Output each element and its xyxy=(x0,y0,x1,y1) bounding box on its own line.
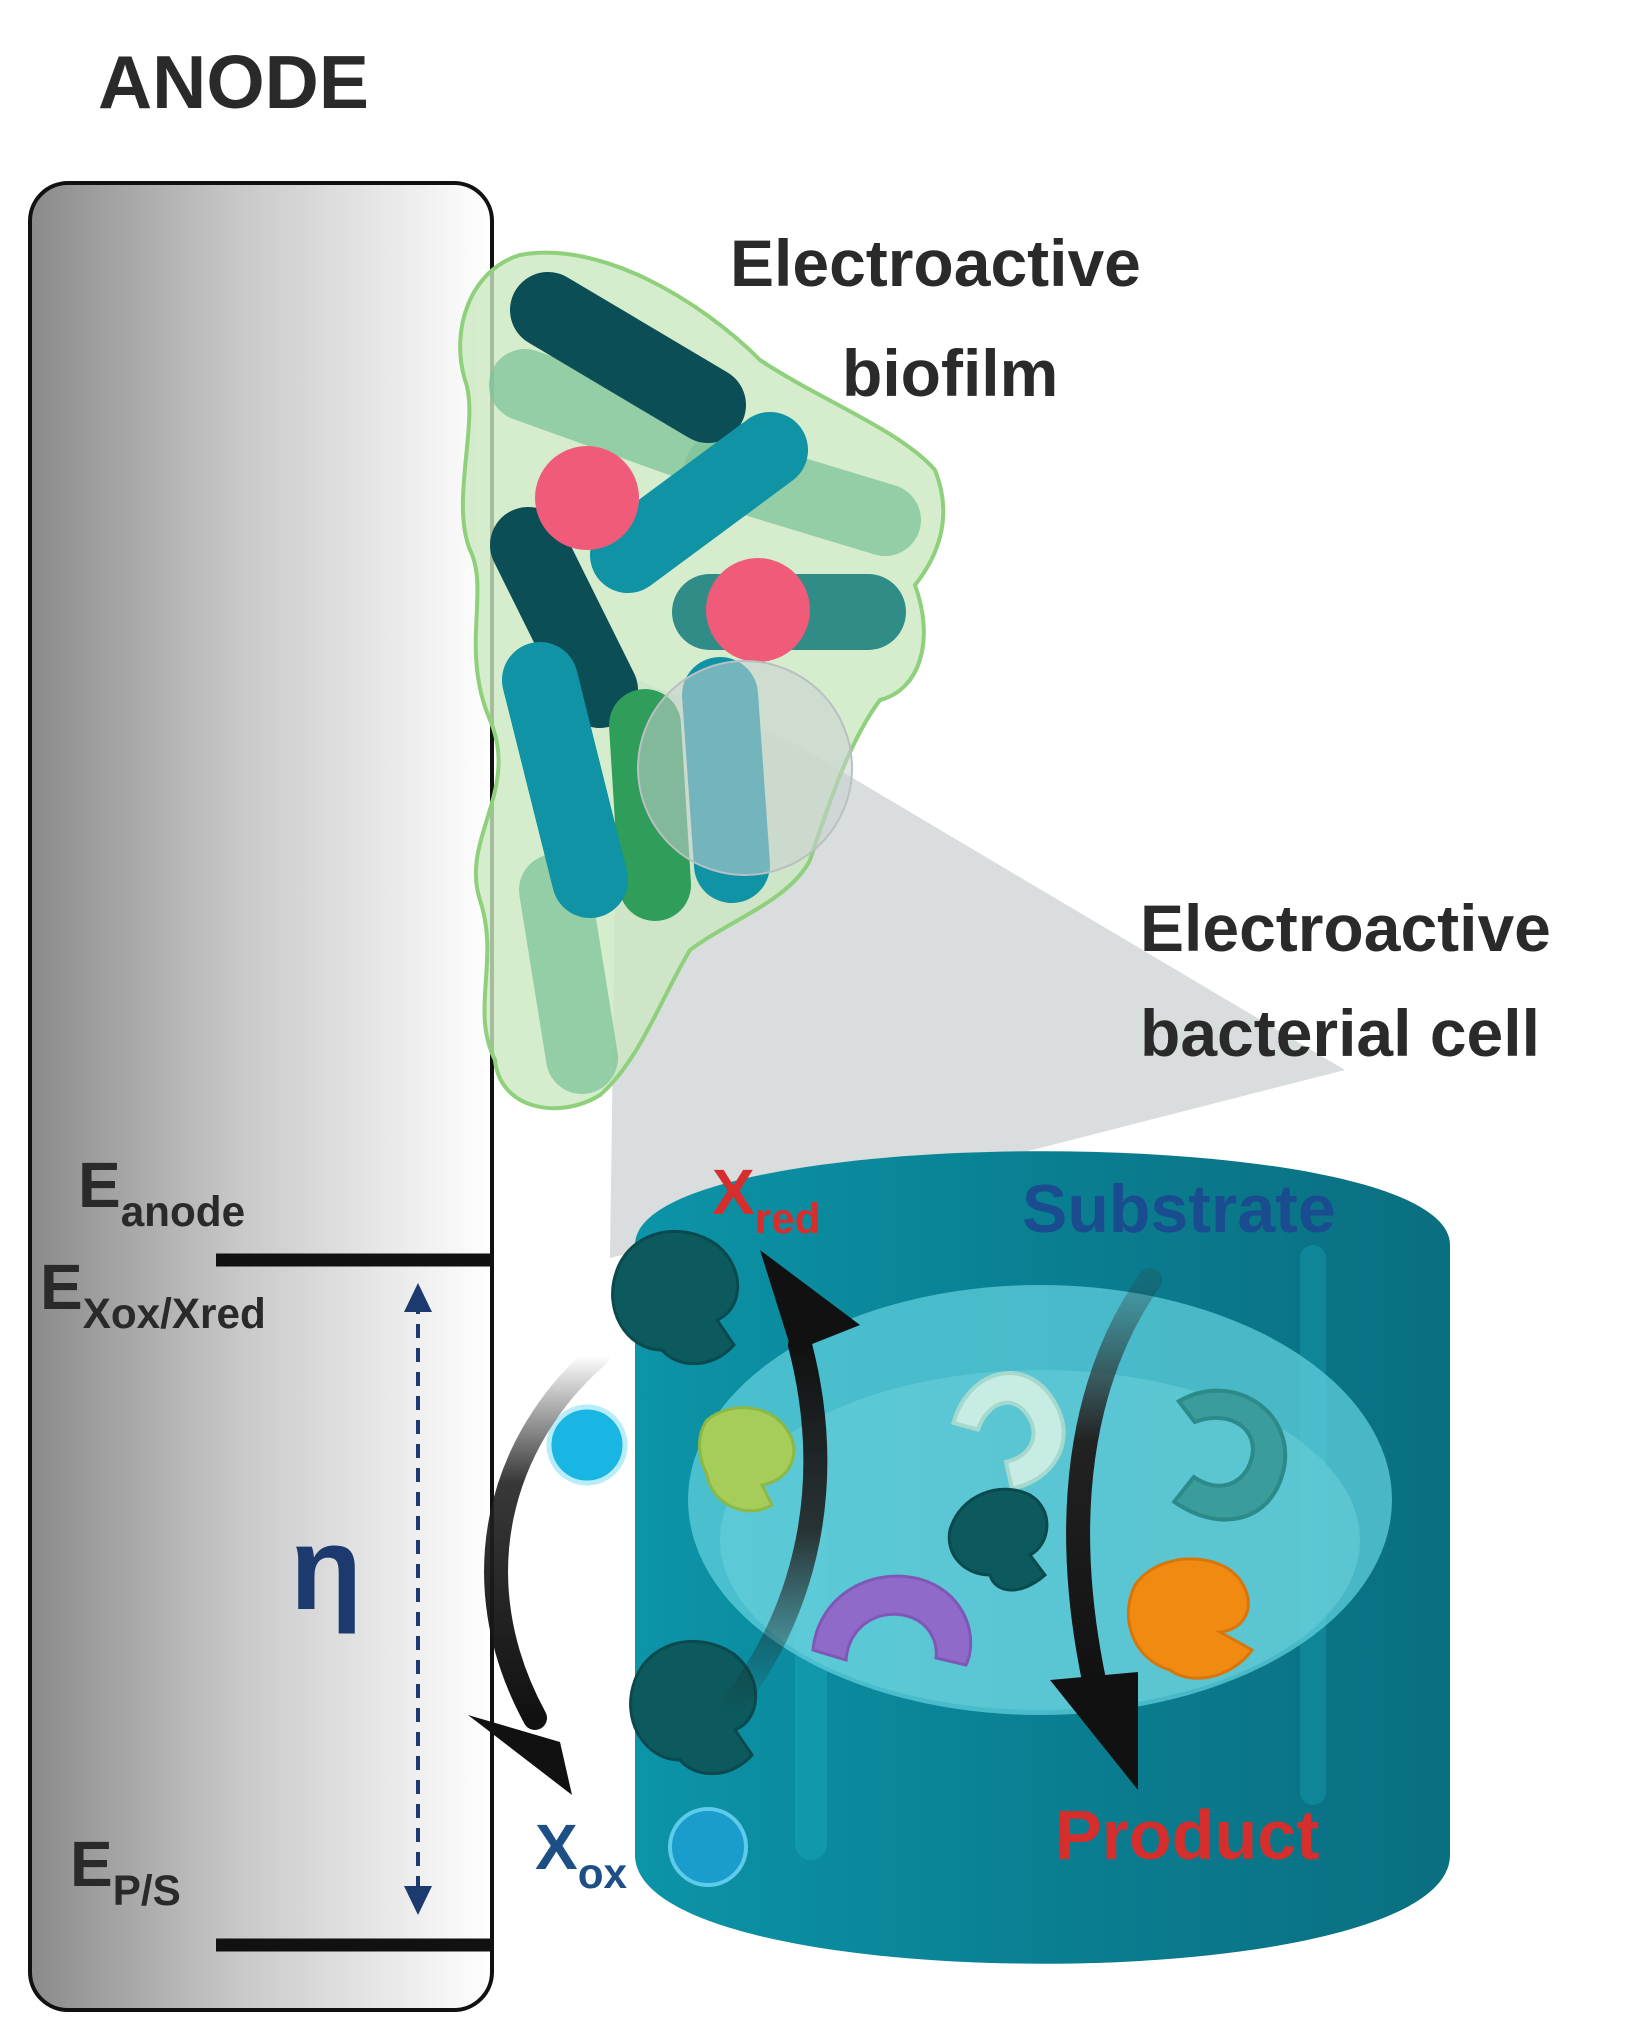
coccus-icon xyxy=(706,558,810,662)
mediator-oxidized-label: Xox xyxy=(535,1815,627,1895)
anode-level-sub: anode xyxy=(120,1188,246,1235)
electron-icon xyxy=(546,1404,628,1486)
anode-level-label: Eanode xyxy=(78,1153,245,1233)
rod-bacterium-icon xyxy=(490,507,638,728)
substrate-level-sub: P/S xyxy=(112,1867,181,1914)
substrate-level-main: E xyxy=(70,1828,113,1900)
biofilm-label-line2: biofilm xyxy=(842,336,1059,410)
curved-arrow-icon xyxy=(1066,1268,1162,1697)
mediator-oxidized-sub: ox xyxy=(577,1850,627,1897)
rod-bacterium-icon xyxy=(510,272,746,443)
curved-arrow-icon xyxy=(713,1333,828,1727)
biofilm-label-line1: Electroactive xyxy=(730,226,1141,300)
cell-label-line1: Electroactive xyxy=(1140,891,1551,965)
electron-icon xyxy=(668,1807,748,1887)
enzyme-icon xyxy=(611,1229,740,1366)
rod-bacterium-icon xyxy=(590,412,808,593)
anode-title: ANODE xyxy=(98,40,369,124)
mediator-oxidized-main: X xyxy=(535,1811,578,1883)
enzyme-icon xyxy=(811,1574,973,1667)
mediator-level-label: EXox/Xred xyxy=(40,1255,266,1335)
curved-arrow-icon-head xyxy=(760,1250,860,1352)
anode-electrode xyxy=(28,181,494,2012)
double-arrow-icon xyxy=(404,1283,432,1915)
rod-bacterium-icon xyxy=(489,349,756,491)
cell-label-line2: bacterial cell xyxy=(1140,996,1540,1070)
mediator-reduced-sub: red xyxy=(754,1195,821,1242)
enzyme-icon xyxy=(947,1487,1049,1592)
mediator-level-sub: Xox/Xred xyxy=(82,1290,266,1337)
rod-bacterium-icon xyxy=(502,642,628,918)
mediator-reduced-label: Xred xyxy=(712,1160,820,1240)
enzyme-icon xyxy=(950,1371,1066,1491)
magnifier-circle xyxy=(637,660,853,876)
bacterial-cell xyxy=(635,1151,1450,1964)
enzyme-icon xyxy=(1126,1557,1255,1680)
substrate-label: Substrate xyxy=(1022,1171,1336,1247)
curved-arrow-icon-head xyxy=(1050,1672,1138,1790)
coccus-icon xyxy=(535,446,639,550)
substrate-level-label: EP/S xyxy=(70,1832,181,1912)
enzyme-icon xyxy=(629,1639,758,1776)
mediator-level-main: E xyxy=(40,1251,83,1323)
enzyme-icon xyxy=(698,1406,796,1513)
overpotential-symbol: η xyxy=(290,1503,363,1635)
curved-arrow-icon xyxy=(484,1343,610,1730)
product-label: Product xyxy=(1055,1796,1320,1874)
rod-bacterium-icon xyxy=(519,854,618,1094)
mediator-reduced-main: X xyxy=(712,1156,755,1228)
anode-level-main: E xyxy=(78,1149,121,1221)
biofilm xyxy=(458,250,946,1111)
enzyme-icon xyxy=(1171,1388,1288,1522)
curved-arrow-icon-head xyxy=(468,1715,572,1795)
